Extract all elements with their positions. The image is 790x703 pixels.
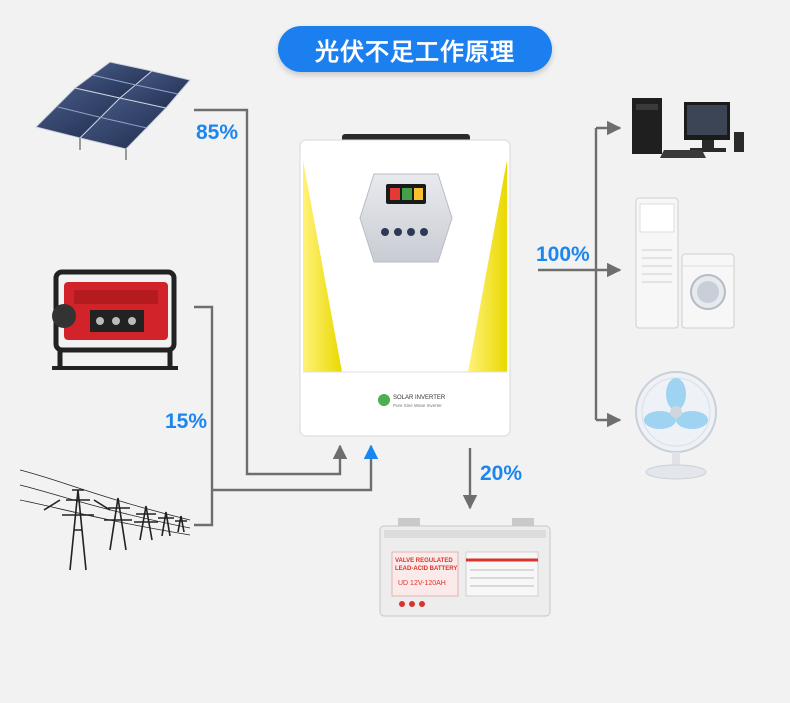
- battery-model: UD 12V-120AH: [398, 580, 446, 587]
- wire-generator-grid-to-inverter: [194, 305, 379, 527]
- grid-generator-percentage: 15%: [165, 410, 208, 433]
- computer-icon: [632, 98, 744, 158]
- inverter-sub-label: Pure Sine Wave Inverter: [393, 403, 442, 408]
- appliances-icon: [635, 197, 735, 329]
- loads-percentage: 100%: [536, 243, 590, 266]
- inverter-icon: SOLAR INVERTER Pure Sine Wave Inverter: [299, 134, 511, 437]
- battery-percentage: 20%: [480, 462, 523, 485]
- page-title: 光伏不足工作原理: [278, 26, 552, 72]
- solar-panel-icon: [35, 61, 191, 160]
- wire-inverter-to-loads: [538, 120, 622, 428]
- battery-icon: VALVE REGULATED LEAD-ACID BATTERY UD 12V…: [379, 518, 551, 617]
- inverter-brand-label: SOLAR INVERTER: [393, 395, 446, 401]
- fan-icon: [635, 371, 717, 480]
- solar-percentage: 85%: [196, 121, 239, 144]
- wire-solar-to-inverter: [194, 108, 348, 476]
- battery-line2: LEAD-ACID BATTERY: [395, 566, 457, 572]
- battery-line1: VALVE REGULATED: [395, 558, 453, 564]
- generator-icon: [52, 269, 178, 370]
- power-grid-icon: [19, 469, 191, 571]
